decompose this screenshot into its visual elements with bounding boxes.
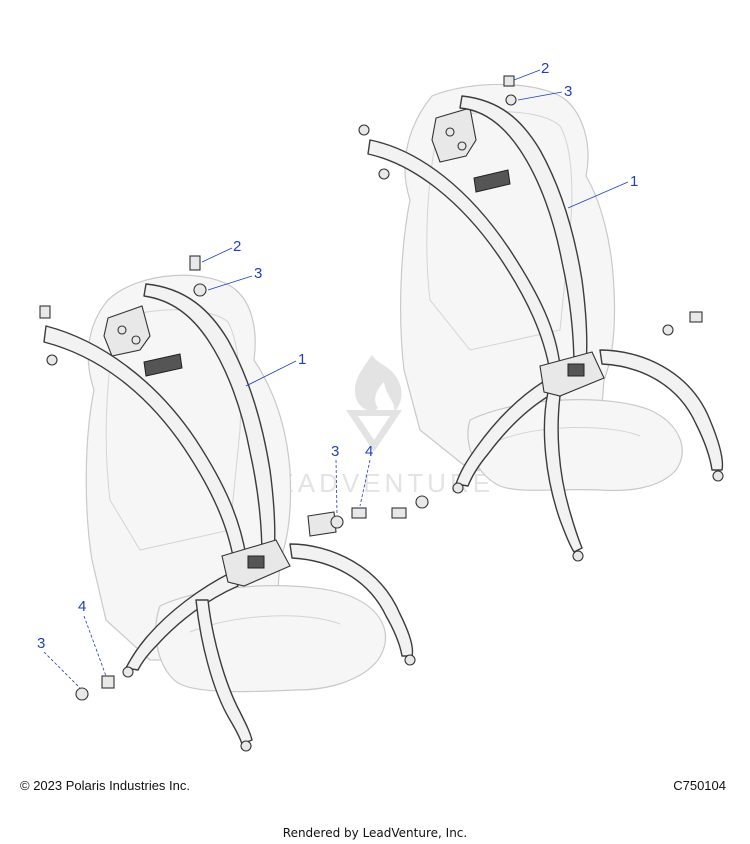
watermark-text: LEADVENTURE [258, 468, 494, 498]
right-seat [358, 75, 724, 562]
callout-bottom-bolt: 4 [78, 598, 86, 615]
bolt-2-icon [503, 75, 515, 87]
callout-bottom-nut: 3 [37, 635, 45, 652]
nut-3-icon [505, 94, 517, 106]
callout-left-bolt: 2 [233, 238, 241, 255]
leader-line [245, 360, 297, 387]
nut-3-icon [75, 687, 89, 701]
leader-line [513, 69, 541, 81]
leader-line [201, 247, 233, 263]
rendered-by-text: Rendered by LeadVenture, Inc. [282, 826, 468, 840]
bottom-left-hardware [75, 675, 115, 701]
nut-icon [358, 124, 370, 136]
leader-line [207, 275, 253, 291]
left-seat-bracket-hole [117, 325, 127, 335]
watermark-v-icon [346, 410, 402, 452]
leader-line [359, 459, 371, 507]
nut-icon [378, 168, 390, 180]
right-seat-cushion-edge [499, 426, 641, 441]
left-seat-logo-plate [143, 353, 183, 377]
left-seat [39, 255, 416, 752]
right-seat-anchor [572, 550, 584, 562]
right-seat-backrest-panel [426, 111, 573, 351]
bolt-icon [391, 507, 407, 519]
callouts: 1 2 3 1 2 3 3 4 3 4 [37, 60, 638, 689]
bolt-icon [689, 311, 703, 323]
nut-icon [415, 495, 429, 509]
right-seat-logo-plate [473, 169, 511, 193]
right-seat-anchor [712, 470, 724, 482]
right-seat-anchor [452, 482, 464, 494]
watermark-flame-icon [354, 355, 402, 412]
right-seat-cushion [467, 399, 683, 492]
right-seat-lap-belt-left [455, 379, 553, 487]
callout-left-belt: 1 [298, 351, 306, 368]
callout-right-belt: 1 [630, 173, 638, 190]
right-seat-crotch-strap [543, 391, 583, 553]
callout-right-nut: 3 [564, 83, 572, 100]
nut-3-icon [193, 283, 207, 297]
part-code: C750104 [673, 778, 726, 793]
left-seat-side-bracket [307, 511, 337, 537]
callout-center-bolt: 4 [365, 443, 373, 460]
left-seat-anchor [404, 654, 416, 666]
nut-3-icon [330, 515, 344, 529]
center-hardware [330, 495, 429, 529]
left-seat-buckle-button [247, 555, 265, 569]
leader-line [517, 91, 563, 101]
right-seat-buckle-button [567, 363, 585, 377]
nut-icon [662, 324, 674, 336]
watermark: LEADVENTURE [258, 355, 494, 498]
right-seat-lap-belt [599, 349, 724, 471]
left-seat-bracket-hole [131, 335, 141, 345]
right-seat-side-hardware [358, 124, 703, 336]
left-seat-lap-belt-left [125, 571, 239, 671]
left-seat-anchor [122, 666, 134, 678]
left-seat-anchor [240, 740, 252, 752]
callout-left-nut: 3 [254, 265, 262, 282]
callout-center-nut: 3 [331, 443, 339, 460]
right-seat-bracket-hole [457, 141, 467, 151]
right-seat-bracket-hole [445, 127, 455, 137]
copyright-text: © 2023 Polaris Industries Inc. [20, 778, 190, 793]
nut-icon [46, 354, 58, 366]
leader-line [335, 459, 338, 515]
leader-line [83, 615, 107, 677]
bolt-4-icon [101, 675, 115, 689]
bolt-icon [39, 305, 51, 319]
leader-line [43, 651, 81, 689]
bolt-2-icon [189, 255, 201, 271]
leader-line [567, 181, 629, 209]
callout-right-bolt: 2 [541, 60, 549, 77]
bolt-4-icon [351, 507, 367, 519]
